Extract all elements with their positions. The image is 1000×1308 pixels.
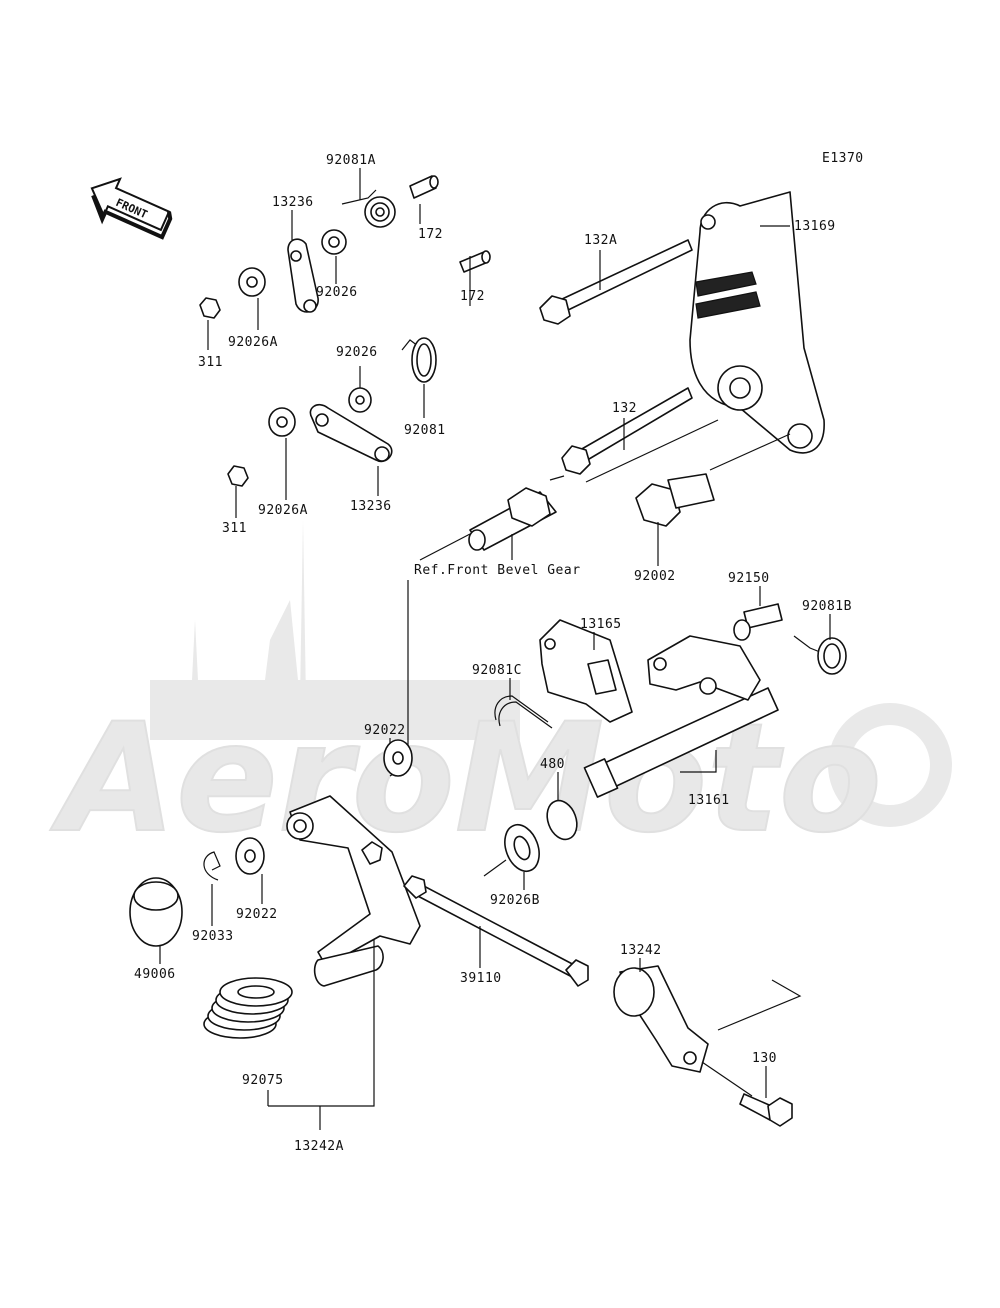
label-leaders <box>159 168 831 1130</box>
label-92026B: 92026B <box>490 893 540 908</box>
front-arrow-icon: FRONT <box>90 177 173 240</box>
label-13169: 13169 <box>794 219 836 234</box>
spring-92081 <box>401 337 437 383</box>
label-92033: 92033 <box>192 929 234 944</box>
washer-hole <box>328 236 340 248</box>
label-311-top: 311 <box>198 355 223 370</box>
shift-shaft-13161 <box>583 635 779 798</box>
clip-92081C <box>494 695 553 729</box>
circlip-480 <box>546 799 578 841</box>
watermark: AeroMoto <box>49 520 952 867</box>
spring-92081A <box>341 189 396 228</box>
label-92002: 92002 <box>634 569 676 584</box>
label-92081C: 92081C <box>472 663 522 678</box>
plate-13236-mid <box>309 403 393 463</box>
label-92022-lower: 92022 <box>236 907 278 922</box>
part-labels: 92081A 172 13236 92026 92026A 311 172 92… <box>134 153 852 1154</box>
pin-172-mid <box>459 250 491 273</box>
plate-13236-top <box>287 238 319 313</box>
label-13236-mid: 13236 <box>350 499 392 514</box>
rubber-92075 <box>203 977 293 1039</box>
washer-hole <box>276 416 288 428</box>
pin-92150 <box>733 603 783 641</box>
label-92081B: 92081B <box>802 599 852 614</box>
label-13236-top: 13236 <box>272 195 314 210</box>
label-39110: 39110 <box>460 971 502 986</box>
arm-13242 <box>613 965 709 1073</box>
label-132A: 132A <box>584 233 617 248</box>
label-13161: 13161 <box>688 793 730 808</box>
label-92150: 92150 <box>728 571 770 586</box>
bracket-13169 <box>689 191 825 454</box>
label-92081: 92081 <box>404 423 446 438</box>
label-311-mid: 311 <box>222 521 247 536</box>
label-13242A: 13242A <box>294 1139 344 1154</box>
nut-311-top <box>199 297 221 319</box>
bevel-gear-shaft <box>468 475 565 551</box>
leader-line <box>717 979 802 1031</box>
pin-172-top <box>409 175 439 199</box>
nut-311-mid <box>227 465 249 487</box>
label-92022-upper: 92022 <box>364 723 406 738</box>
bolt-132 <box>561 387 693 475</box>
label-480: 480 <box>540 757 565 772</box>
bolt-130 <box>739 1093 793 1127</box>
leader-line <box>585 419 719 483</box>
label-92026A-top: 92026A <box>228 335 278 350</box>
label-132: 132 <box>612 401 637 416</box>
tie-rod-39110 <box>403 875 589 987</box>
label-172-top: 172 <box>418 227 443 242</box>
label-13242: 13242 <box>620 943 662 958</box>
washer-hole <box>246 276 258 288</box>
label-92075: 92075 <box>242 1073 284 1088</box>
bolt-92002 <box>635 473 715 527</box>
leader-line <box>483 859 507 877</box>
label-13165: 13165 <box>580 617 622 632</box>
eclip-92033 <box>203 851 221 881</box>
washer-hole <box>392 751 404 765</box>
ref-leader-line <box>419 533 471 561</box>
label-130: 130 <box>752 1051 777 1066</box>
washer-hole <box>355 395 365 405</box>
washer-hole <box>244 849 256 863</box>
leader-line <box>709 433 791 471</box>
label-49006: 49006 <box>134 967 176 982</box>
plate-13165 <box>539 619 633 723</box>
label-172-mid: 172 <box>460 289 485 304</box>
label-92026-mid: 92026 <box>336 345 378 360</box>
label-92026-top: 92026 <box>316 285 358 300</box>
shift-pedal-13242A <box>286 795 421 987</box>
leader-line <box>701 1061 753 1097</box>
reference-note: Ref.Front Bevel Gear <box>414 563 581 578</box>
spring-92081B <box>793 635 847 675</box>
washer-hole <box>513 835 531 861</box>
label-92081A: 92081A <box>326 153 376 168</box>
label-92026A-mid: 92026A <box>258 503 308 518</box>
diagram-code: E1370 <box>822 151 864 166</box>
bolt-132A <box>539 239 693 325</box>
cap-49006 <box>129 877 183 947</box>
